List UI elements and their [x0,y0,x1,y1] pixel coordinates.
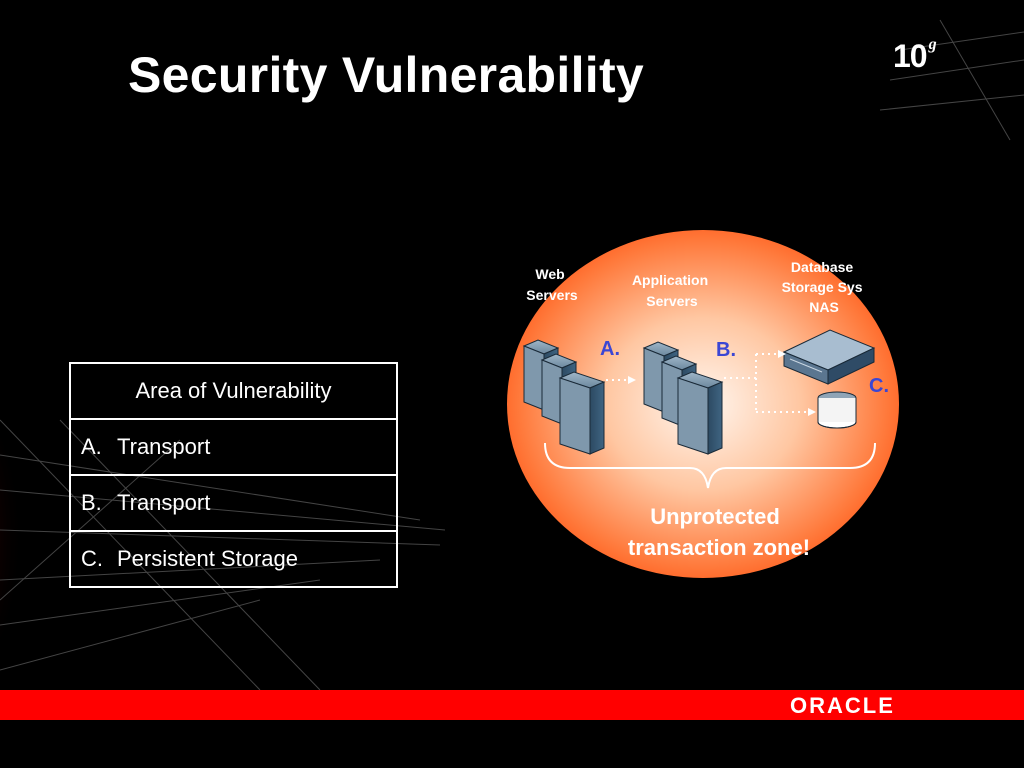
web-servers-line: Web [535,266,564,282]
table-header: Area of Vulnerability [69,362,398,420]
zone-label-line1: Unprotected [650,504,780,529]
row-letter: C. [81,546,103,571]
database-line: Storage Sys [782,279,863,295]
web-servers-icon [522,339,606,455]
table-header-row: Area of Vulnerability [69,362,398,420]
table-cell: C. Persistent Storage [69,530,398,588]
footer-bar [0,690,1024,720]
version-number: 10 [893,38,928,74]
storage-appliance-icon [782,329,876,385]
database-line: NAS [809,299,839,315]
label-c: C. [869,375,889,397]
app-servers-line: Servers [646,293,698,309]
zone-label-line2: transaction zone! [628,535,810,560]
app-servers-line: Application [632,272,708,288]
table-row: C. Persistent Storage [69,530,398,588]
web-servers-label: Web Servers [526,266,578,303]
app-servers-label: Application Servers [632,272,712,309]
row-letter: A. [81,434,102,459]
table-row: A. Transport [69,418,398,476]
vulnerability-table: Area of Vulnerability A. Transport B. Tran… [69,362,398,588]
connector-arrows [606,353,808,413]
database-icon [817,391,857,429]
application-servers-icon [642,341,724,455]
row-letter: B. [81,490,102,515]
row-label: Transport [117,434,211,459]
table-row: B. Transport [69,474,398,532]
table-cell: A. Transport [69,418,398,476]
version-suffix: g [928,36,937,54]
label-b: B. [716,339,736,361]
slide-title: Security Vulnerability [128,47,645,103]
table-cell: B. Transport [69,474,398,532]
database-label: Database Storage Sys NAS [782,259,867,315]
row-label: Persistent Storage [117,546,298,571]
arrow-heads [628,350,816,416]
zone-brace [544,442,876,489]
row-label: Transport [117,490,211,515]
web-servers-line: Servers [526,287,578,303]
oracle-logo: ORACLE [790,693,895,718]
label-a: A. [600,338,620,360]
database-line: Database [791,259,853,275]
